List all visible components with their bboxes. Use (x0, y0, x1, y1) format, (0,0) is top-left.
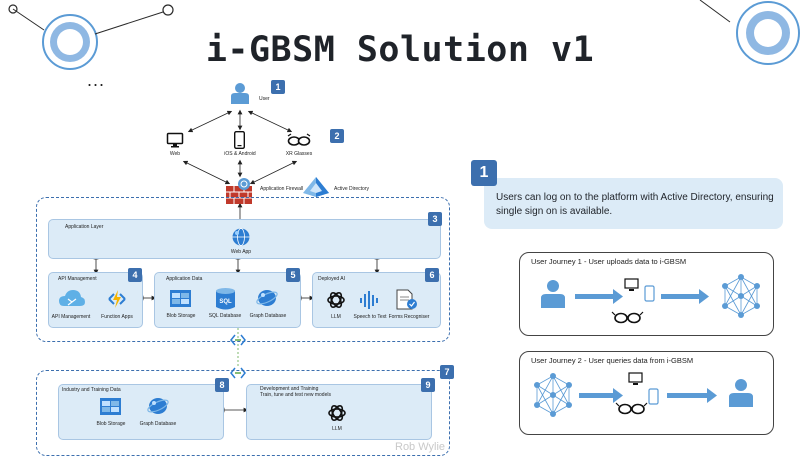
firewall-label: Application Firewall (260, 186, 304, 192)
mobile-phone-icon (233, 130, 246, 150)
journey-1-title: User Journey 1 - User uploads data to i-… (531, 257, 687, 266)
watermark: Rob Wylie (395, 441, 446, 453)
deployed-ai-label: Deployed AI (318, 276, 345, 282)
industry-graph-database-label: Graph Database (139, 421, 177, 427)
api-management-item-label: API Management (51, 314, 91, 320)
badge-3: 3 (428, 212, 442, 226)
badge-6: 6 (425, 268, 439, 282)
dev-llm-label: LLM (332, 426, 342, 432)
info-text: Users can log on to the platform with Ac… (496, 192, 774, 217)
graph-database-label: Graph Database (249, 313, 287, 319)
dev-training-label: Development and Training (260, 386, 319, 392)
function-apps-icon (108, 290, 126, 308)
journey-2-diagram (534, 372, 753, 417)
journey-1-diagram (541, 274, 760, 324)
badge-1: 1 (271, 80, 285, 94)
xr-glasses-label: XR Glasses (285, 151, 313, 157)
training-environment-boundary (36, 370, 450, 456)
industry-blob-storage-label: Blob Storage (96, 421, 126, 427)
badge-8: 8 (215, 378, 229, 392)
sql-database-icon: SQL (216, 288, 235, 310)
application-data-label: Application Data (166, 276, 203, 282)
dev-training-panel (246, 384, 432, 440)
forms-recogniser-icon (396, 289, 417, 310)
badge-9: 9 (421, 378, 435, 392)
dev-training-sublabel: Train, tune and test new models (260, 392, 331, 398)
blob-storage-label: Blob Storage (166, 313, 196, 319)
journey-1-user-icon (541, 280, 565, 308)
function-apps-label: Function Apps (101, 314, 133, 320)
corner-decoration-left (8, 4, 174, 70)
llm-openai-icon-2 (328, 404, 346, 422)
monitor-icon (166, 132, 184, 148)
speech-to-text-icon (360, 291, 378, 309)
industry-data-label: Industry and Training Data (62, 387, 121, 393)
api-management-icon (59, 290, 85, 306)
badge-4: 4 (128, 268, 142, 282)
graph-database-icon (256, 290, 278, 306)
journey-2-card (519, 351, 774, 435)
llm-label: LLM (331, 314, 341, 320)
info-card (484, 178, 783, 229)
badge-5: 5 (286, 268, 300, 282)
graph-database-icon-2 (147, 398, 169, 414)
badge-7: 7 (440, 365, 454, 379)
blob-storage-icon-2 (100, 398, 121, 415)
vnet-peering-icon-lower (230, 367, 246, 379)
speech-to-text-label: Speech to Text (353, 314, 387, 320)
page-title: i-GBSM Solution v1 (205, 30, 595, 70)
web-label: Web (169, 151, 181, 157)
ellipsis-dots: ... (87, 70, 106, 90)
industry-data-panel (58, 384, 224, 440)
web-app-label: Web App (230, 249, 252, 255)
blob-storage-icon (170, 290, 191, 307)
vnet-peering-icon-upper (230, 334, 246, 346)
application-layer-label: Application Layer (65, 224, 104, 230)
user-label: User (259, 96, 270, 102)
firewall-icon (226, 178, 252, 204)
forms-recogniser-label: Forms Recogniser (388, 314, 430, 320)
badge-2: 2 (330, 129, 344, 143)
ios-android-label: iOS & Android (224, 151, 256, 157)
web-app-icon (232, 228, 250, 246)
active-directory-icon (303, 177, 329, 197)
info-badge: 1 (471, 160, 497, 186)
sql-database-label: SQL Database (208, 313, 242, 319)
corner-decoration-right (699, 0, 800, 65)
active-directory-label: Active Directory (334, 186, 370, 192)
xr-glasses-icon (287, 133, 311, 146)
svg-text:SQL: SQL (219, 299, 232, 305)
llm-openai-icon (327, 291, 345, 309)
journey-2-title: User Journey 2 - User queries data from … (531, 356, 694, 365)
api-management-label: API Management (58, 276, 97, 282)
user-icon (231, 83, 249, 104)
